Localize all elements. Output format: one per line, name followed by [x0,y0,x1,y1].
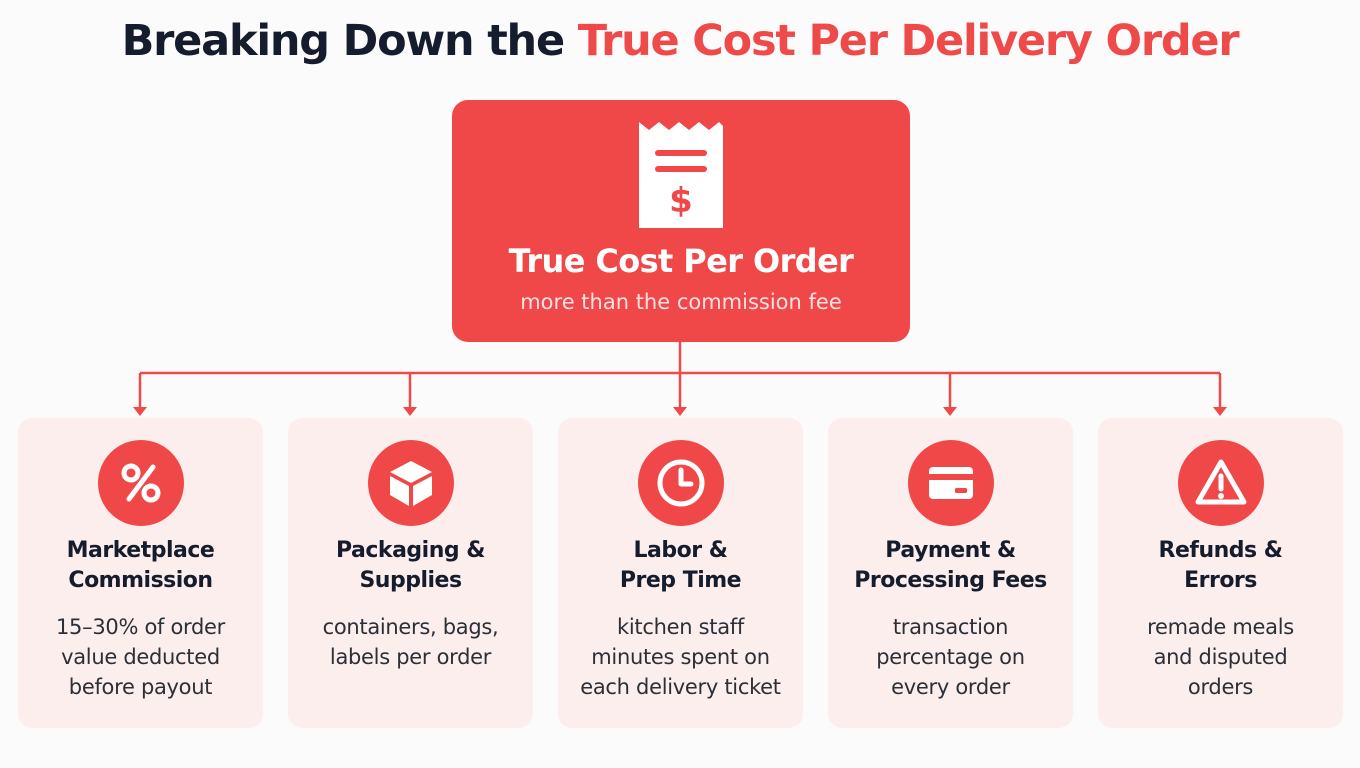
card-description: containers, bags, labels per order [322,615,499,669]
cost-card-refunds-errors: Refunds & Errors remade meals and disput… [1098,418,1343,728]
credit-card-icon [929,467,973,499]
page-title: Breaking Down the True Cost Per Delivery… [0,16,1360,66]
warning-icon [1195,459,1247,505]
arrowhead [673,407,687,416]
card-title: Marketplace Commission [66,538,215,593]
card-description: transaction percentage on every order [876,615,1025,699]
card-title: Payment & Processing Fees [854,538,1047,593]
hero-title: True Cost Per Order [508,242,854,280]
card-icon-badge [98,440,184,526]
hero-card: $ True Cost Per Order more than the comm… [452,100,910,342]
box-icon [390,461,432,506]
percent-icon [121,463,161,503]
card-title: Refunds & Errors [1158,538,1283,593]
cost-card-payment-processing: Payment & Processing Fees transaction pe… [828,418,1073,728]
card-title: Packaging & Supplies [336,538,485,593]
cost-card-marketplace-commission: Marketplace Commission 15–30% of order v… [18,418,263,728]
receipt-dollar-icon: $ [639,122,723,228]
card-icon-badge [1178,440,1264,526]
svg-text:$: $ [669,181,693,221]
hero-subtitle: more than the commission fee [520,290,842,314]
arrowhead [1213,407,1227,416]
card-icon-badge [368,440,454,526]
arrowhead [943,407,957,416]
card-description: remade meals and disputed orders [1147,615,1294,699]
title-prefix: Breaking Down the [121,16,578,66]
arrowhead [133,407,147,416]
cost-card-labor-prep-time: Labor & Prep Time kitchen staff minutes … [558,418,803,728]
cost-card-packaging-supplies: Packaging & Supplies containers, bags, l… [288,418,533,728]
arrowhead [403,407,417,416]
clock-icon [657,459,705,507]
card-description: 15–30% of order value deducted before pa… [56,615,225,699]
title-highlight: True Cost Per Delivery Order [577,16,1240,66]
card-icon-badge [908,440,994,526]
card-title: Labor & Prep Time [619,538,742,593]
card-description: kitchen staff minutes spent on each deli… [580,615,781,699]
card-icon-badge [638,440,724,526]
